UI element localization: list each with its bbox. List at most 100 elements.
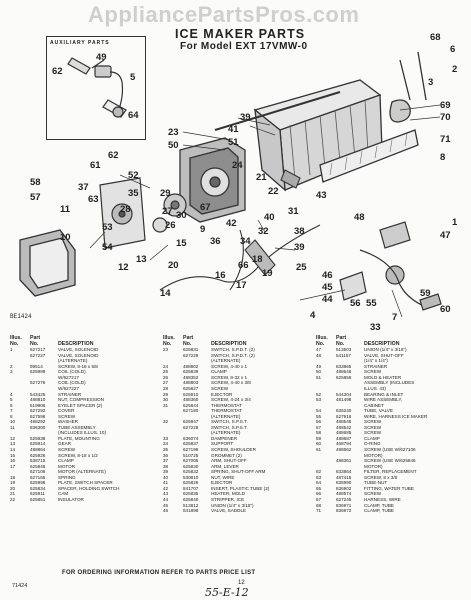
part-no-cell: 627005 <box>183 458 199 464</box>
callout-56: 56 <box>350 298 361 309</box>
illus-no-cell: 7 <box>10 408 13 414</box>
illus-no-cell: 18 <box>10 474 16 480</box>
illus-no-cell: 44 <box>163 496 169 502</box>
part-no-cell: 625914 <box>30 441 46 447</box>
description-cell: CLAMP, TUBE <box>364 502 394 508</box>
callout-59: 59 <box>420 288 431 299</box>
table-row: (INCLUDES ILLUS. 10) <box>10 430 119 436</box>
illus-no-cell: 8 <box>10 413 13 419</box>
illus-no-cell: 35 <box>163 447 169 453</box>
part-no-cell: 627180 <box>183 408 199 414</box>
description-cell: W/627227 <box>58 386 79 392</box>
auxiliary-parts-box <box>46 36 146 140</box>
description-cell: SPRING <box>58 474 76 480</box>
ordering-footer: FOR ORDERING INFORMATION REFER TO PARTS … <box>62 570 256 576</box>
part-no-cell: 488546 <box>336 419 352 425</box>
description-cell: SCREW <box>211 386 229 392</box>
callout-58: 58 <box>30 177 41 188</box>
illus-no-cell: 66 <box>316 491 322 497</box>
part-no-cell: 488360 <box>183 397 199 403</box>
description-cell: SPRING, SHUT-OFF ARM <box>211 469 266 475</box>
callout-21: 21 <box>256 172 267 183</box>
description-cell: UNION (1/4" x 3/16") <box>211 502 254 508</box>
callout-19: 19 <box>262 268 273 279</box>
callout-13: 13 <box>136 254 147 265</box>
part-no-cell: 627916 <box>336 413 352 419</box>
illus-no-cell: 1 <box>10 347 13 353</box>
illus-no-cell: 68 <box>316 502 322 508</box>
callout-70: 70 <box>440 112 451 123</box>
callout-numbers: 68 6 49 62 5 64 2 3 23 39 50 41 51 58 69… <box>30 32 458 330</box>
callout-20: 20 <box>168 260 179 271</box>
illus-no-cell: 33 <box>163 435 169 441</box>
part-no-cell: 625938 <box>30 435 46 441</box>
desc-header: DESCRIPTION <box>58 340 94 347</box>
illus-no-cell: 2 <box>10 363 13 369</box>
description-cell: SCREW, 4-40 x 1 <box>211 363 247 369</box>
description-cell: SCREW <box>364 419 382 425</box>
illus-no-cell: 59 <box>316 435 322 441</box>
part-no-cell: 519906 <box>30 402 46 408</box>
callout-68: 68 <box>430 32 441 43</box>
callout-57: 57 <box>30 192 41 203</box>
illus-no-cell: 53 <box>316 397 322 403</box>
illus-no-cell: 49 <box>316 363 322 369</box>
part-header: Part <box>30 335 41 341</box>
wire-harness <box>159 169 321 291</box>
part-no-cell: 627596 <box>30 413 46 419</box>
callout-1: 1 <box>452 217 458 228</box>
callout-9: 9 <box>200 224 205 235</box>
illus-no-cell: 26 <box>163 374 169 380</box>
callout-17: 17 <box>236 280 247 291</box>
description-cell: MOLD & HEATER <box>364 374 402 380</box>
description-cell: (INCLUDES ILLUS. 10) <box>58 430 106 436</box>
description-cell: SWITCH, S.P.D.T. (2) <box>211 352 255 358</box>
description-cell: TUBE-NUT <box>364 480 388 486</box>
callout-16: 16 <box>215 270 226 281</box>
part-no-cell: 488802 <box>183 363 199 369</box>
illus-no-cell: 48 <box>316 352 322 358</box>
callout-12: 12 <box>118 262 129 273</box>
description-cell: PLATE, MOUNTING <box>58 435 100 441</box>
illus-no-cell: 62 <box>316 469 322 475</box>
description-cell: WIRE, HARNESS ICE MAKER <box>364 413 428 419</box>
part-no-cell: 833865 <box>336 363 352 369</box>
part-no-cell: 488685 <box>336 430 352 436</box>
callout-39b: 39 <box>294 242 305 253</box>
description-cell: PLATE, SWITCH SPACER <box>58 480 113 486</box>
part-no-cell: 543425 <box>30 391 46 397</box>
table-row: W/627227 <box>10 386 119 392</box>
desc-header: DESCRIPTION <box>211 340 247 347</box>
callout-46: 46 <box>322 270 333 281</box>
description-cell: VALVE, SADDLE <box>211 508 247 514</box>
callout-37: 37 <box>78 182 89 193</box>
illus-no-cell: 10 <box>10 419 16 425</box>
page-number: 12 <box>238 580 245 586</box>
part-no-cell: 625840 <box>183 496 199 502</box>
reference-code: BE1424 <box>10 313 32 320</box>
callout-42: 42 <box>226 218 237 229</box>
illus-no-cell: 67 <box>316 496 322 502</box>
illus-no-cell: 64 <box>316 480 322 486</box>
part-no-cell: 625832 <box>183 469 199 475</box>
description-cell: SCREW, 8-18 x 1/2 <box>58 452 98 458</box>
description-cell: NUT, COMPRESSION <box>58 397 104 403</box>
part-no-cell: 625910 <box>183 391 199 397</box>
